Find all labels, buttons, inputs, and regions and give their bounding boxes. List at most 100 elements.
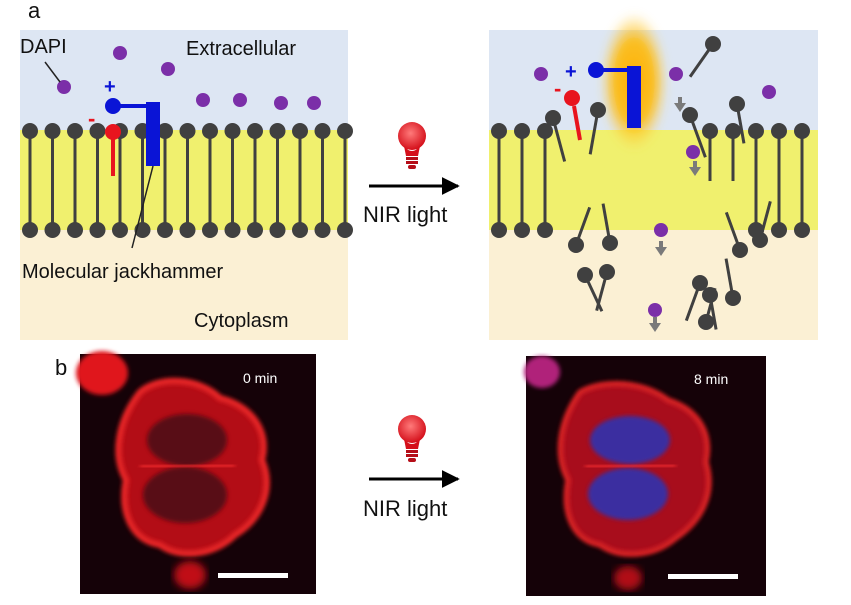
minus-sign-right: - [554,76,561,101]
lipid [292,180,308,238]
lipid-head [67,222,83,238]
lipid-head [247,222,263,238]
lipid-head [729,96,745,112]
jackhammer-rotor-right [627,66,641,128]
molecular-jackhammer-right [564,62,641,141]
lipid [724,211,748,258]
lipid-head [771,222,787,238]
lipid [157,180,173,238]
lipid-head [537,123,553,139]
entry-arrow [674,103,686,112]
time-after: 8 min [694,371,728,387]
nucleus-bottom-after [588,468,668,520]
jackhammer-pointer [131,165,154,249]
lipid [771,180,787,238]
dapi-molecule [196,93,210,107]
lipid-head [44,123,61,139]
entry-arrow-shaft [693,161,697,168]
lipid [157,123,173,181]
lipid [202,123,218,181]
lipid-head [292,123,308,139]
bulb-icon-b [398,415,426,462]
nucleus-top-before [147,414,227,466]
dapi-molecule [161,62,175,76]
lipid-head [314,222,331,238]
lipid-head [134,222,151,238]
lipid-head [179,222,196,238]
lipid [247,180,263,238]
lipid [748,123,764,181]
lipid-head [537,222,553,238]
lipid [67,180,83,238]
plus-sign-right: + [565,61,577,83]
lipid [44,180,61,238]
dapi-molecule [113,46,127,60]
lipid-head [748,123,764,139]
dapi-molecule [669,67,683,81]
lipid [698,287,717,330]
jackhammer-minus-group [105,124,121,140]
lipid-head [732,242,748,258]
molecular-jackhammer [105,98,160,176]
lipid [67,123,83,181]
nir-arrow-b: NIR light [363,415,460,521]
lipid-head [22,222,38,238]
lipid-head [157,123,173,139]
lipid-head [202,123,218,139]
lipid-bilayer-left [22,123,353,238]
cytoplasm-region [20,230,348,340]
nir-arrow-a: NIR light [363,122,460,227]
dapi-molecule [274,96,288,110]
lipid-head [599,264,615,280]
debris-before [174,561,206,589]
lipid [179,123,196,181]
lipid-head [752,232,768,248]
lipid [491,180,507,238]
lipid [247,123,263,181]
cell-membrane-before [115,378,270,557]
lipid-head [725,123,741,139]
lipid [269,180,286,238]
lipid-head [602,235,618,251]
nucleus-top-after [590,416,670,464]
lipid [22,180,38,238]
lipid [794,180,810,238]
lipid [568,206,592,253]
lipid-head [698,314,714,330]
dapi-molecule [57,80,71,94]
lipid-head [337,222,353,238]
lipid-head [725,290,741,306]
lipid [491,123,507,181]
lipid-head [202,222,218,238]
lipid-head [179,123,196,139]
lipid-head [314,123,331,139]
lipid [725,123,741,181]
lipid [269,123,286,181]
dapi-label: DAPI [20,36,67,58]
jackhammer-stem-right [572,105,582,141]
dapi-molecules-left [57,46,321,110]
entry-arrow [655,247,667,256]
lipid [89,123,106,181]
lipid [89,180,106,238]
lipid-head [157,222,173,238]
dapi-entry-arrows [649,97,701,332]
lipid [794,123,810,181]
entry-arrow-shaft [653,317,657,324]
lipid-head [514,123,530,139]
cytoplasm-label: Cytoplasm [194,310,288,332]
lipid [314,180,331,238]
lipid [684,275,708,322]
lipid-head [577,267,593,283]
lipid [292,123,308,181]
lipid-head [224,222,241,238]
neighbor-cell-before [76,351,128,395]
arrow-label-a: NIR light [363,202,447,227]
lipid-head [794,123,810,139]
extracellular-region [20,30,348,130]
panel-a-label: a [28,0,41,23]
lipid [752,200,772,248]
jackhammer-plus-group-right [588,62,604,78]
dapi-molecule [648,303,662,317]
